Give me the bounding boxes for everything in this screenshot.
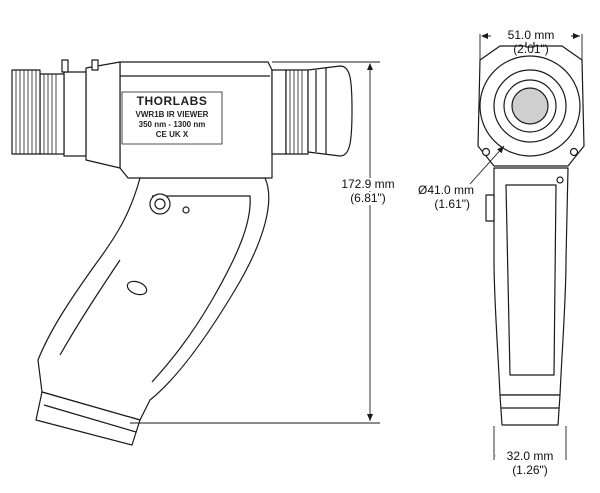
front-corner-screw-tl [481,147,491,157]
side-grip-slot [126,280,148,296]
side-eyepiece-knurl [285,69,309,155]
cert-marks: CE UK X [155,130,189,139]
front-corner-screw-tr [569,147,579,157]
side-trigger-button-inner [154,198,166,210]
side-eyepiece-ring [271,69,287,155]
front-lens-glass [511,87,549,125]
side-handle [37,177,270,421]
front-side-button [485,194,495,222]
height-mm-label: 172.9 mm [318,178,418,191]
front-handle-inner [505,184,557,376]
side-label-plate [121,91,223,145]
model-label: VWR1B IR VIEWER [135,110,209,119]
brand-logo: THORLABS [136,94,208,108]
front-handle-base [499,394,561,426]
front-diameter-leader [469,145,505,185]
range-label: 350 nm - 1300 nm [138,120,206,129]
side-set-screw-1 [61,59,69,73]
side-handle-base-line [43,404,137,433]
side-set-screw-2 [91,59,99,71]
side-height-dimension [130,61,380,424]
top-width-in-label: (2.01") [513,42,549,56]
side-eyecup [307,65,353,157]
side-focus-ring-1 [63,71,87,157]
bottom-width-mm-label: 32.0 mm [496,450,564,463]
side-knurl-lines [15,70,57,154]
bottom-width-in-label: (1.26") [512,463,548,477]
top-width-mm-label: 51.0 mm [491,29,571,42]
side-eyecup-line [315,68,327,154]
diameter-in-label: (1.61") [434,197,470,211]
front-view [477,39,585,426]
height-in-label: (6.81") [318,192,418,205]
side-eyepiece-knurl-lines [289,70,303,154]
side-screw-dot [182,206,190,214]
diameter-mm-label: Ø41.0 mm [417,183,474,197]
side-view [11,59,353,446]
side-handle-inner [59,195,251,383]
front-side-screw [556,176,564,184]
side-objective-housing [85,61,121,169]
side-lens-knurl [11,69,41,155]
front-handle [493,167,569,396]
